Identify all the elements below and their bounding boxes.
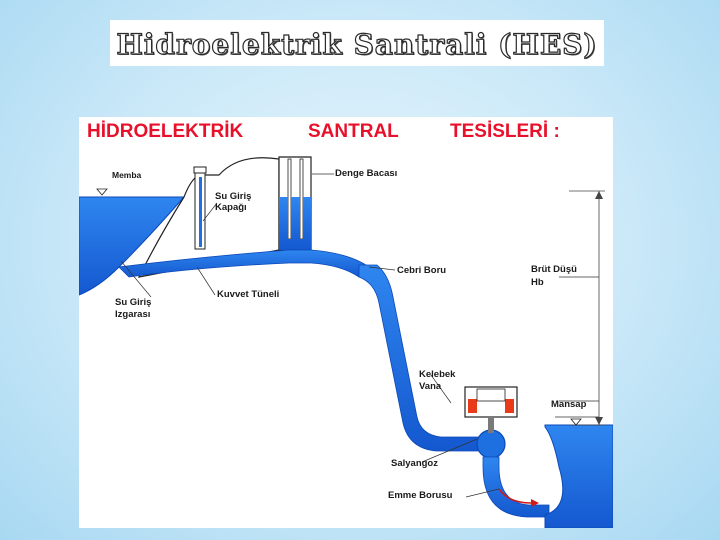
surge-inner-wall-right bbox=[299, 158, 304, 240]
flow-arrow-head bbox=[531, 499, 539, 507]
tailwater bbox=[544, 424, 613, 528]
label-mansap: Mansap bbox=[551, 399, 587, 410]
penstock bbox=[358, 264, 480, 452]
diagram-drawing bbox=[79, 156, 613, 528]
heading-part-3: TESİSLERİ : bbox=[450, 121, 560, 142]
intake-gate-top bbox=[193, 166, 207, 174]
label-salyangoz: Salyangoz bbox=[391, 458, 438, 469]
heading-part-1: HİDROELEKTRİK bbox=[87, 121, 244, 142]
flow-arrow bbox=[498, 488, 532, 504]
surge-water bbox=[279, 197, 311, 250]
label-su-giris-izgarasi-2: Izgarası bbox=[115, 309, 151, 320]
label-cebri-boru: Cebri Boru bbox=[397, 265, 447, 276]
slide-title: Hidroelektrik Santrali (HES) bbox=[116, 27, 598, 61]
intake-gate-rod bbox=[199, 177, 202, 247]
label-denge-bacasi: Denge Bacası bbox=[335, 168, 398, 179]
label-kuvvet-tuneli: Kuvvet Tüneli bbox=[217, 289, 280, 300]
label-su-giris-izgarasi-1: Su Giriş bbox=[115, 297, 152, 308]
label-kelebek-vana-2: Vana bbox=[419, 381, 442, 392]
label-su-giris-kapagi-1: Su Giriş bbox=[215, 191, 252, 202]
label-kelebek-vana-1: Kelebek bbox=[419, 369, 456, 380]
surge-inner-wall-left bbox=[287, 158, 292, 240]
generator-left bbox=[468, 399, 477, 413]
generator-top bbox=[476, 388, 506, 402]
title-box: Hidroelektrik Santrali (HES) bbox=[110, 20, 604, 66]
hydro-diagram: HİDROELEKTRİK SANTRAL TESİSLERİ : Memba … bbox=[79, 117, 613, 528]
turbine-shaft bbox=[488, 417, 494, 433]
label-memba: Memba bbox=[112, 170, 142, 180]
label-emme-borusu: Emme Borusu bbox=[388, 490, 453, 501]
spiral-case bbox=[476, 429, 506, 459]
head-arrow-bottom bbox=[595, 417, 603, 425]
mansap-level-marker bbox=[570, 418, 582, 426]
leader-lines bbox=[120, 173, 599, 498]
memba-level-marker bbox=[96, 188, 108, 196]
label-brut-dusu-2: Hb bbox=[531, 277, 544, 288]
generator-right bbox=[505, 399, 514, 413]
draft-tube bbox=[482, 456, 550, 518]
head-arrow-top bbox=[595, 191, 603, 199]
label-su-giris-kapagi-2: Kapağı bbox=[215, 202, 247, 213]
label-brut-dusu-1: Brüt Düşü bbox=[531, 264, 577, 275]
heading-part-2: SANTRAL bbox=[308, 121, 399, 142]
dam-outline bbox=[137, 157, 280, 278]
